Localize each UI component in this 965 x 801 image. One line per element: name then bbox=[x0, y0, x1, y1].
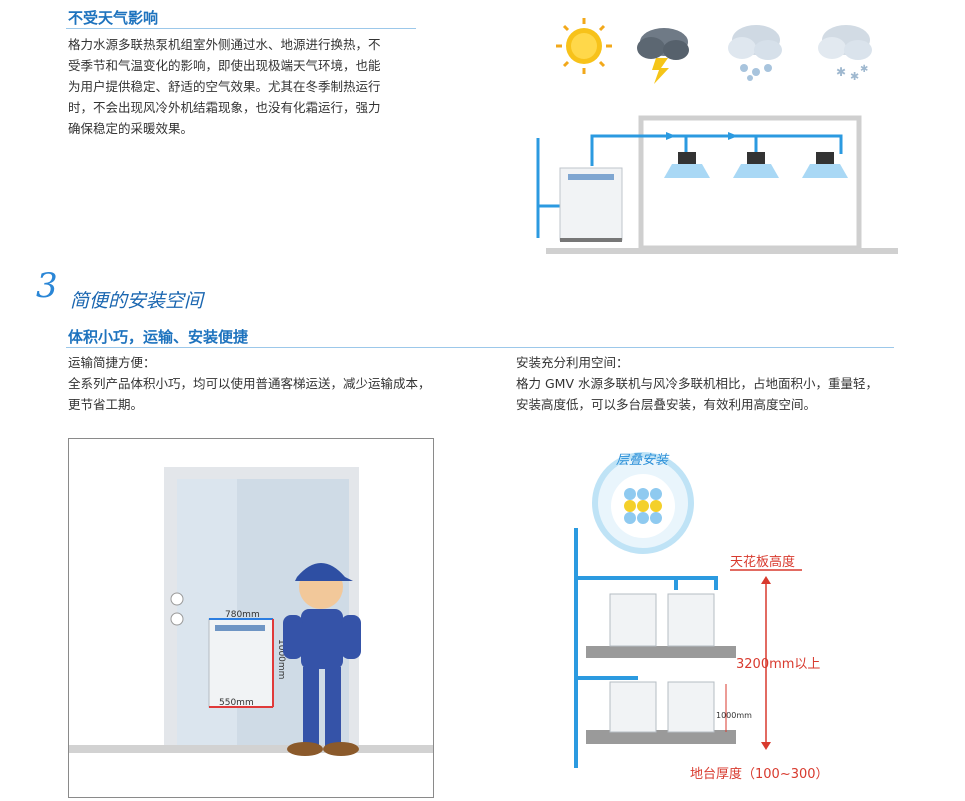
svg-text:✱: ✱ bbox=[836, 65, 846, 79]
stack-badge-label: 层叠安装 bbox=[616, 453, 670, 468]
platform-label: 地台厚度（100~300） bbox=[690, 766, 829, 782]
weather-illustration: ✱ ✱ ✱ bbox=[516, 6, 911, 263]
left-heading: 运输简捷方便： bbox=[68, 355, 156, 370]
section-number: 3 bbox=[36, 266, 58, 306]
weather-subtitle: 不受天气影响 bbox=[68, 9, 159, 27]
elevator-down-button bbox=[170, 612, 184, 626]
right-text: 格力 GMV 水源多联机与风冷多联机相比，占地面积小，重量轻， 安装高度低，可以… bbox=[516, 376, 878, 412]
dim-width-label: 780mm bbox=[225, 610, 260, 620]
svg-text:✱: ✱ bbox=[860, 64, 868, 75]
right-heading: 安装充分利用空间： bbox=[516, 355, 629, 370]
building-frame bbox=[546, 115, 898, 254]
section-title: 简便的安装空间 bbox=[70, 290, 204, 312]
elevator-up-button bbox=[170, 592, 184, 606]
height-label: 3200mm以上 bbox=[736, 657, 820, 672]
dim-depth-label: 550mm bbox=[219, 698, 254, 708]
stacked-units bbox=[609, 593, 715, 733]
left-text: 全系列产品体积小巧，均可以使用普通客梯运送，减少运输成本， 更节省工期。 bbox=[68, 376, 431, 412]
elevator-illustration: 780mm 550mm 1000mm bbox=[68, 438, 434, 798]
install-subtitle-rule bbox=[66, 347, 894, 348]
install-subtitle: 体积小巧，运输、安装便捷 bbox=[68, 328, 249, 346]
unit-height-label: 1000mm bbox=[716, 711, 752, 720]
snow-cloud-icon: ✱ ✱ ✱ bbox=[818, 25, 872, 83]
sun-icon bbox=[556, 18, 612, 74]
svg-text:✱: ✱ bbox=[850, 70, 859, 83]
thunderstorm-icon bbox=[637, 28, 689, 84]
weather-paragraph: 格力水源多联热泵机组室外侧通过水、地源进行换热，不 受季节和气温变化的影响，即使… bbox=[68, 37, 381, 136]
water-source-unit bbox=[559, 167, 623, 242]
dim-height-label: 1000mm bbox=[276, 639, 286, 679]
worker-illustration bbox=[283, 563, 361, 756]
cloud-rain-icon bbox=[728, 25, 782, 81]
stack-badge: 层叠安装 bbox=[592, 452, 694, 554]
unit-dimension-box bbox=[208, 618, 274, 708]
indoor-units bbox=[664, 152, 848, 178]
ceiling-label: 天花板高度 bbox=[730, 554, 795, 570]
weather-subtitle-rule bbox=[66, 28, 416, 29]
water-pipes bbox=[536, 134, 843, 238]
stack-pipes bbox=[574, 528, 718, 768]
stack-illustration: 层叠安装 天花板高度 3200mm以上 1000mm 地台厚度（100~300） bbox=[538, 438, 878, 794]
